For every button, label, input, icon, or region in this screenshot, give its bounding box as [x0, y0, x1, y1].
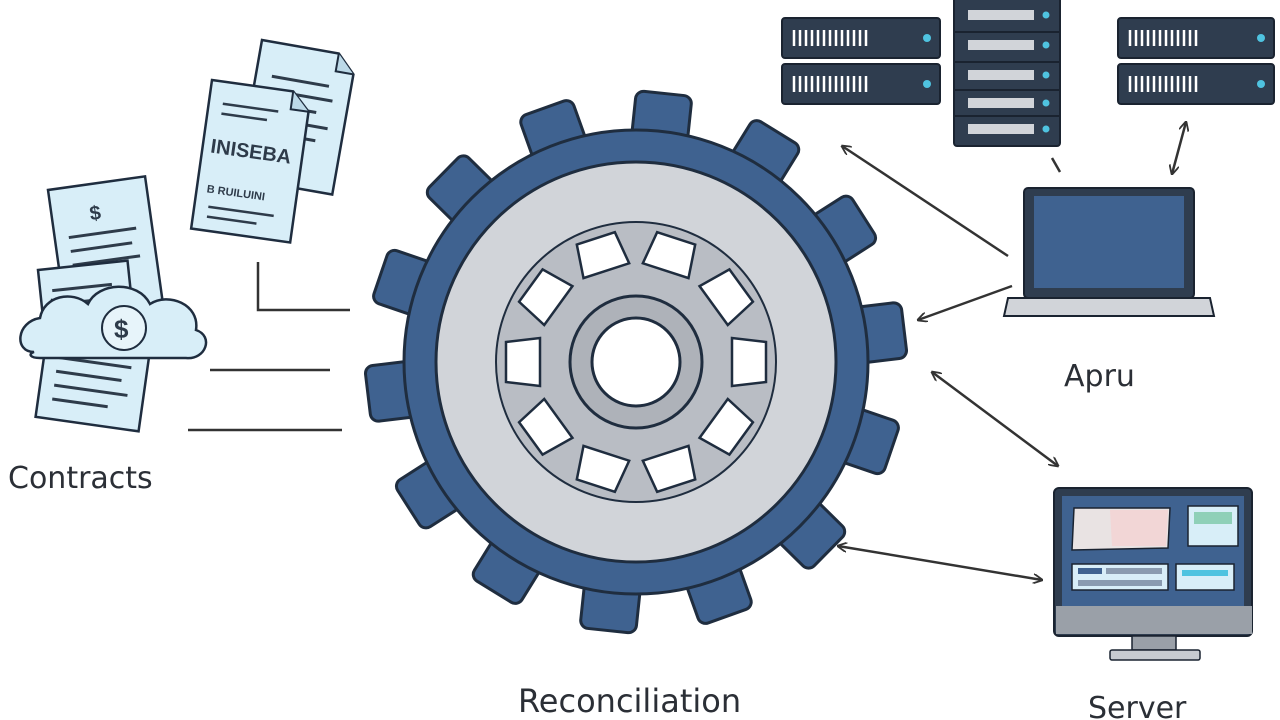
connector-arrow [932, 372, 1058, 466]
connector-arrow [1172, 122, 1186, 174]
server-label: Server [1088, 691, 1187, 720]
invoice-documents-icon: INISEBA B RUILUINI [189, 38, 355, 244]
gear-window [504, 336, 542, 388]
connector-line [1050, 157, 1062, 173]
monitor-icon [1053, 487, 1253, 661]
api-label: Apru [1064, 359, 1135, 394]
laptop-icon [1002, 187, 1216, 317]
connector-arrow [838, 546, 1042, 580]
left-connectors [188, 262, 350, 432]
gear-window [641, 230, 697, 280]
gear-window [697, 397, 755, 457]
right-connectors [838, 122, 1186, 580]
contract-documents-icon: $ $ [19, 174, 208, 433]
gear-window [517, 267, 575, 327]
reconciliation-label: Reconciliation [518, 682, 741, 720]
gear-window [517, 397, 575, 457]
gear-window [575, 230, 631, 280]
server-rack-icon [781, 0, 1275, 147]
cloud-currency-symbol: $ [114, 314, 129, 344]
connector-arrow [842, 146, 1009, 258]
cloud-icon: $ [19, 285, 208, 360]
gear-icon [363, 89, 909, 635]
contract-currency-symbol: $ [88, 202, 102, 225]
gear-window [575, 444, 631, 494]
connector-line [256, 262, 350, 312]
connector-arrow [918, 284, 1013, 320]
gear-window [730, 336, 768, 388]
contracts-label: Contracts [8, 461, 153, 496]
gear-window [697, 267, 755, 327]
gear-window [641, 444, 697, 494]
